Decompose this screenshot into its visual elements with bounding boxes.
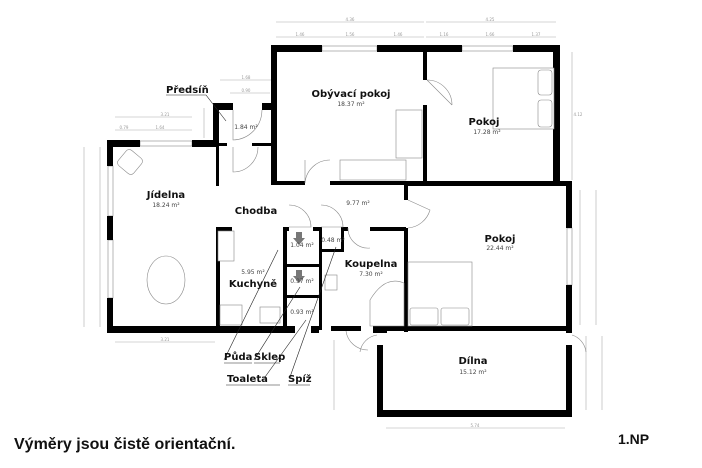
callout-spiz: Spíž xyxy=(288,373,312,385)
room-jidelna-name: Jídelna xyxy=(146,189,185,201)
dim-top-left-b: 1.56 xyxy=(346,32,355,37)
room-jidelna-area: 18.24 m² xyxy=(152,202,180,209)
walls xyxy=(107,45,572,417)
room-obyvaci-area: 18.37 m² xyxy=(337,101,365,108)
callout-labels: Předsíň Půda Sklep Toaleta Spíž xyxy=(166,84,312,385)
dim-top-right-b: 1.66 xyxy=(486,32,495,37)
room-chodba-area: 9.77 m² xyxy=(346,200,370,207)
room-spiz-area: 0.48 m² xyxy=(321,237,345,244)
dim-top-left-c: 1.46 xyxy=(394,32,403,37)
dim-pokoj-height: 4.12 xyxy=(574,112,583,117)
table-icon xyxy=(146,255,186,305)
dim-top-left-a: 1.46 xyxy=(296,32,305,37)
stove-icon xyxy=(219,304,243,326)
room-kuchyne-name: Kuchyně xyxy=(229,278,277,290)
room-pokoj2-area: 22.44 m² xyxy=(486,245,514,252)
room-dilna-area: 15.12 m² xyxy=(459,369,487,376)
room-toaleta-area: 0.93 m² xyxy=(290,309,314,316)
room-pokoj2-name: Pokoj xyxy=(485,234,516,245)
dim-top-left-total: 4.36 xyxy=(346,17,355,22)
callout-sklep: Sklep xyxy=(254,352,285,363)
bathtub-icon xyxy=(369,280,405,327)
sink-icon xyxy=(259,306,281,324)
furniture xyxy=(117,67,555,327)
callout-toaleta: Toaleta xyxy=(227,374,268,385)
room-puda-area: 1.04 m² xyxy=(290,242,314,249)
room-kuchyne-area: 5.95 m² xyxy=(241,269,265,276)
dim-jidelna-top-b: 1.64 xyxy=(156,125,165,130)
dimension-lines xyxy=(83,21,603,429)
room-labels: Obývací pokoj 18.37 m² Pokoj 17.28 m² Po… xyxy=(146,88,516,376)
callout-predsin: Předsíň xyxy=(166,84,209,96)
dim-jidelna-top-a: 0.79 xyxy=(120,125,129,130)
dim-predsin-width: 1.68 xyxy=(242,75,251,80)
dim-predsin-door: 0.90 xyxy=(242,88,251,93)
dim-top-right-a: 1.16 xyxy=(440,32,449,37)
callout-leaders xyxy=(166,94,337,386)
kitchen-counter-icon xyxy=(217,230,235,262)
dim-top-right-total: 4.25 xyxy=(486,17,495,22)
room-predsin-area: 1.84 m² xyxy=(234,124,258,131)
dim-jidelna-top-total: 3.21 xyxy=(161,112,170,117)
room-pokoj1-name: Pokoj xyxy=(469,117,500,128)
armchair-icon xyxy=(117,149,143,175)
sofa-icon xyxy=(395,109,423,159)
dim-top-right-c: 1.37 xyxy=(532,32,541,37)
floor-label: 1.NP xyxy=(618,431,650,447)
room-dilna-name: Dílna xyxy=(458,355,487,367)
dim-jidelna-bottom: 3.21 xyxy=(161,337,170,342)
room-koupelna-name: Koupelna xyxy=(345,259,398,270)
room-sklep-area: 0.97 m² xyxy=(290,278,314,285)
room-obyvaci-name: Obývací pokoj xyxy=(312,88,391,100)
callout-puda: Půda xyxy=(224,350,252,363)
disclaimer-note: Výměry jsou čistě orientační. xyxy=(14,436,236,453)
dimension-labels: 4.36 1.46 1.56 1.46 4.25 1.16 1.66 1.37 … xyxy=(120,17,583,428)
toilet-icon xyxy=(324,274,338,291)
room-koupelna-area: 7.30 m² xyxy=(359,271,383,278)
room-chodba-name: Chodba xyxy=(235,206,277,217)
room-pokoj1-area: 17.28 m² xyxy=(473,129,501,136)
door-swings xyxy=(232,79,587,353)
stairs-arrows xyxy=(293,232,305,283)
dim-dilna-bottom: 5.74 xyxy=(471,423,480,428)
